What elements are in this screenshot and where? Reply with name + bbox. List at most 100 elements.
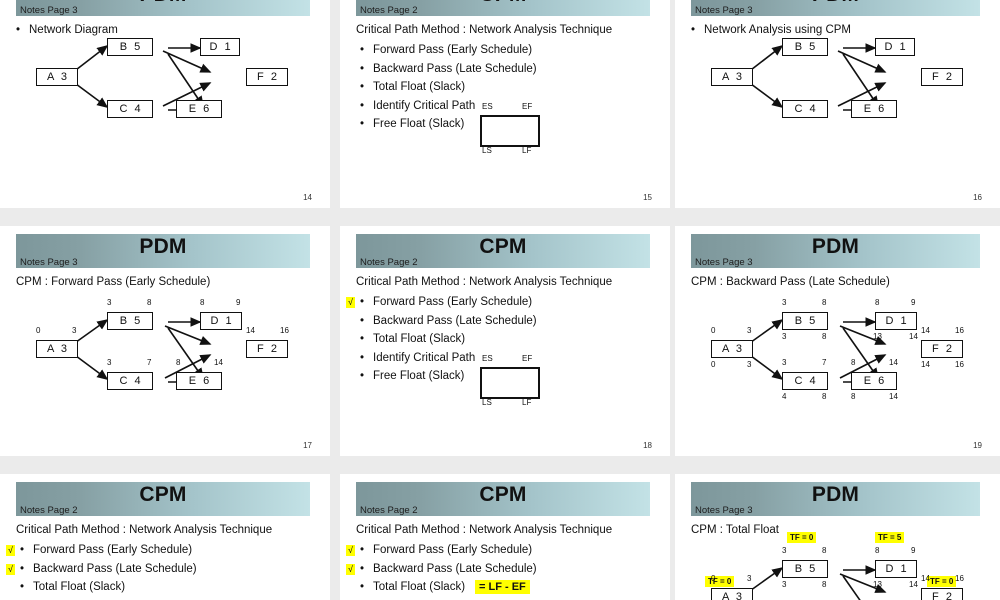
bullet-text: Free Float (Slack) <box>373 370 465 382</box>
node-B-ls: 3 <box>782 332 787 341</box>
page-title: PDM <box>16 0 310 7</box>
page-title: PDM <box>139 235 187 258</box>
bullet-text: Total Float (Slack) <box>373 581 466 593</box>
diagram-node-B: B 5 <box>107 38 153 56</box>
slide-sheet: PDM Notes Page 3 CPM : Backward Pass (La… <box>675 226 1000 456</box>
slide-title-banner: PDM Notes Page 3 <box>16 234 310 268</box>
total-float-badge-D: TF = 5 <box>875 532 905 543</box>
list-item: •Total Float (Slack) <box>20 581 197 600</box>
slide-thumbnail-21[interactable]: CPM Notes Page 2 Critical Path Method : … <box>340 474 670 600</box>
node-C-ef: 7 <box>822 358 827 367</box>
bullet-icon: • <box>360 562 365 575</box>
slide-thumbnail-16[interactable]: PDM Notes Page 3 •Network Analysis using… <box>675 0 1000 208</box>
slide-thumbnail-15[interactable]: CPM Notes Page 2 Critical Path Method : … <box>340 0 670 208</box>
diagram-node-F: F 2 <box>921 588 963 600</box>
diagram-node-A: A 3 <box>711 340 753 358</box>
bullet-text: Network Diagram <box>29 24 118 36</box>
checkmark-badge: √ <box>346 297 355 308</box>
bullet-text: Total Float (Slack) <box>373 81 466 93</box>
node-E-ls: 8 <box>851 392 856 401</box>
slide-thumbnail-17[interactable]: PDM Notes Page 3 CPM : Forward Pass (Ear… <box>0 226 330 456</box>
node-F-es: 14 <box>921 326 930 335</box>
node-B-es: 3 <box>107 298 112 307</box>
diagram-node-E: E 6 <box>851 372 897 390</box>
node-F-ef: 16 <box>955 326 964 335</box>
notes-page-label: Notes Page 2 <box>360 257 418 268</box>
node-B-lf: 8 <box>822 332 827 341</box>
total-float-formula: = LF - EF <box>475 580 530 594</box>
diagram-node-A: A 3 <box>711 588 753 600</box>
node-A-lf: 3 <box>747 360 752 369</box>
slide-subhead: CPM : Forward Pass (Early Schedule) <box>16 276 211 288</box>
node-B-es: 3 <box>782 546 787 555</box>
total-float-badge-F: TF = 0 <box>927 576 957 587</box>
page-number: 18 <box>643 441 652 450</box>
bullet-icon: • <box>360 99 365 112</box>
node-E-lf: 14 <box>889 392 898 401</box>
page-number: 19 <box>973 441 982 450</box>
bullet-text: Forward Pass (Early Schedule) <box>373 544 533 556</box>
page-number: 15 <box>643 193 652 202</box>
bullet-list: √•Forward Pass (Early Schedule) •Backwar… <box>346 296 537 389</box>
bullet-list: √•Forward Pass (Early Schedule) √•Backwa… <box>346 544 537 600</box>
bullet-text: Forward Pass (Early Schedule) <box>373 44 533 56</box>
bullet-text: Backward Pass (Late Schedule) <box>373 562 537 575</box>
node-B-es: 3 <box>782 298 787 307</box>
bullet-icon: • <box>360 296 365 308</box>
key-label-ls: LS <box>482 398 492 407</box>
bullet-text: Total Float (Slack) <box>33 581 126 593</box>
list-item: √•Forward Pass (Early Schedule) <box>346 296 537 315</box>
diagram-node-B: B 5 <box>782 38 828 56</box>
page-title: PDM <box>811 235 860 258</box>
node-F-ef: 16 <box>955 574 964 583</box>
slide-thumbnail-19[interactable]: PDM Notes Page 3 CPM : Backward Pass (La… <box>675 226 1000 456</box>
node-F-ls: 14 <box>921 360 930 369</box>
total-float-badge-B: TF = 0 <box>787 532 817 543</box>
list-item: •Free Float (Slack) <box>360 118 537 137</box>
slide-subhead: Critical Path Method : Network Analysis … <box>356 24 613 36</box>
key-box-rect <box>480 115 540 147</box>
node-B-ef: 8 <box>147 298 152 307</box>
es-ef-ls-lf-key: ES EF LS LF <box>462 354 562 414</box>
slide-title-banner: PDM Notes Page 3 <box>691 234 980 268</box>
list-item: •Backward Pass (Late Schedule) <box>360 315 537 334</box>
bullet-icon: • <box>16 24 21 36</box>
slide-thumbnail-14[interactable]: PDM Notes Page 3 •Network Diagram <box>0 0 330 208</box>
slide-thumbnail-22[interactable]: PDM Notes Page 3 CPM : Total Float <box>675 474 1000 600</box>
node-F-es: 14 <box>246 326 255 335</box>
bullet-icon: • <box>360 314 365 327</box>
diagram-node-F: F 2 <box>246 68 288 86</box>
bullet-text: Identify Critical Path <box>373 99 476 112</box>
slide-title-banner: CPM Notes Page 2 <box>356 234 650 268</box>
list-item: •Backward Pass (Late Schedule) <box>360 63 537 82</box>
node-B-ls: 3 <box>782 580 787 589</box>
node-D-es: 8 <box>875 298 880 307</box>
bullet-list: •Forward Pass (Early Schedule) •Backward… <box>360 44 537 137</box>
bullet-icon: • <box>360 333 365 345</box>
node-D-es: 8 <box>875 546 880 555</box>
node-A-ef: 3 <box>747 326 752 335</box>
diagram-node-D: D 1 <box>200 38 240 56</box>
diagram-node-C: C 4 <box>782 100 828 118</box>
slide-thumbnail-20[interactable]: CPM Notes Page 2 Critical Path Method : … <box>0 474 330 600</box>
slide-sheet: PDM Notes Page 3 CPM : Forward Pass (Ear… <box>0 226 330 456</box>
diagram-node-E: E 6 <box>176 100 222 118</box>
bullet-icon: • <box>360 81 365 93</box>
key-label-ef: EF <box>522 102 533 111</box>
node-C-es: 3 <box>782 358 787 367</box>
bullet-icon: • <box>360 351 365 364</box>
list-item: •Forward Pass (Early Schedule) <box>360 44 537 63</box>
slide-thumbnail-18[interactable]: CPM Notes Page 2 Critical Path Method : … <box>340 226 670 456</box>
node-D-ef: 9 <box>236 298 241 307</box>
slide-title-banner: PDM Notes Page 3 <box>691 0 980 16</box>
bullet-icon: • <box>20 544 25 556</box>
bullet-text: Identify Critical Path <box>373 351 476 364</box>
bullet-icon: • <box>360 118 365 130</box>
node-F-lf: 16 <box>955 360 964 369</box>
slide-sheet: CPM Notes Page 2 Critical Path Method : … <box>340 474 670 600</box>
diagram-node-B: B 5 <box>782 560 828 578</box>
key-box-rect <box>480 367 540 399</box>
notes-page-label: Notes Page 3 <box>695 257 753 268</box>
list-item: • Total Float (Slack) <box>360 81 537 100</box>
list-item: •Total Float (Slack)= LF - EF <box>360 580 537 600</box>
